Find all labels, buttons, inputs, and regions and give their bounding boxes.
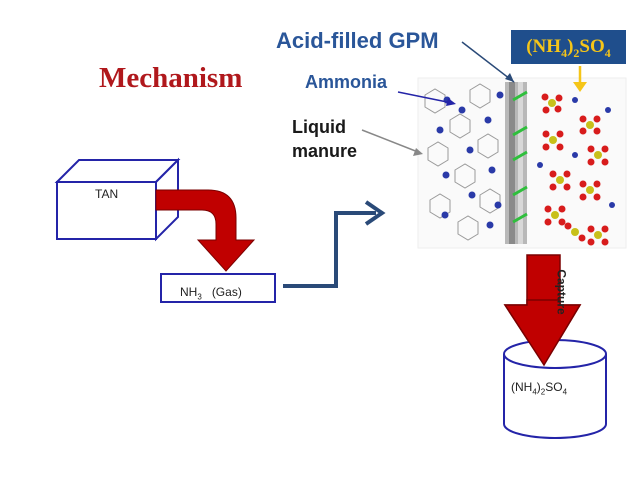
ammonia-label: Ammonia xyxy=(305,72,388,92)
red-bent-arrow xyxy=(155,189,256,272)
product-label: (NH4)2SO4 xyxy=(511,380,567,396)
product-part: (NH xyxy=(511,380,533,394)
badge-part: ) xyxy=(567,36,574,57)
product-sub: 2 xyxy=(540,387,546,397)
badge-sub: 4 xyxy=(561,45,568,60)
nh3-sub: 3 xyxy=(197,292,202,302)
gpm-pointer xyxy=(461,41,515,83)
page-title: Mechanism xyxy=(99,62,243,94)
product-sub: 4 xyxy=(532,387,537,397)
tan-label: TAN xyxy=(95,187,119,201)
product-sub: 4 xyxy=(562,387,568,397)
capture-arrow-head xyxy=(503,299,582,367)
nh3-label: NH3 (Gas) xyxy=(180,285,242,301)
gpm-label: Acid-filled GPM xyxy=(276,28,439,53)
badge-sub: 2 xyxy=(573,45,580,60)
product-part: ) xyxy=(536,380,541,394)
ammonia-pointer xyxy=(397,91,453,104)
capture-label: Capture xyxy=(554,269,569,315)
badge-sub: 4 xyxy=(604,45,611,60)
nh3-suffix: (Gas) xyxy=(211,285,242,299)
membrane-illustration xyxy=(417,77,627,249)
manure-pointer xyxy=(361,129,419,153)
manure-line-2: manure xyxy=(292,141,358,161)
badge-part: SO xyxy=(579,36,605,57)
storage-cylinder xyxy=(503,339,607,439)
ammonium-sulfate-badge: (NH4)2SO4 xyxy=(511,30,626,64)
product-part: SO xyxy=(545,380,563,394)
liquid-manure-label: Liquid manure xyxy=(292,115,357,163)
nh3-box xyxy=(160,273,276,303)
nh3-text: NH xyxy=(180,285,198,299)
connector-arrow xyxy=(283,200,386,288)
badge-part: (NH xyxy=(526,36,562,57)
manure-line-1: Liquid xyxy=(292,117,346,137)
